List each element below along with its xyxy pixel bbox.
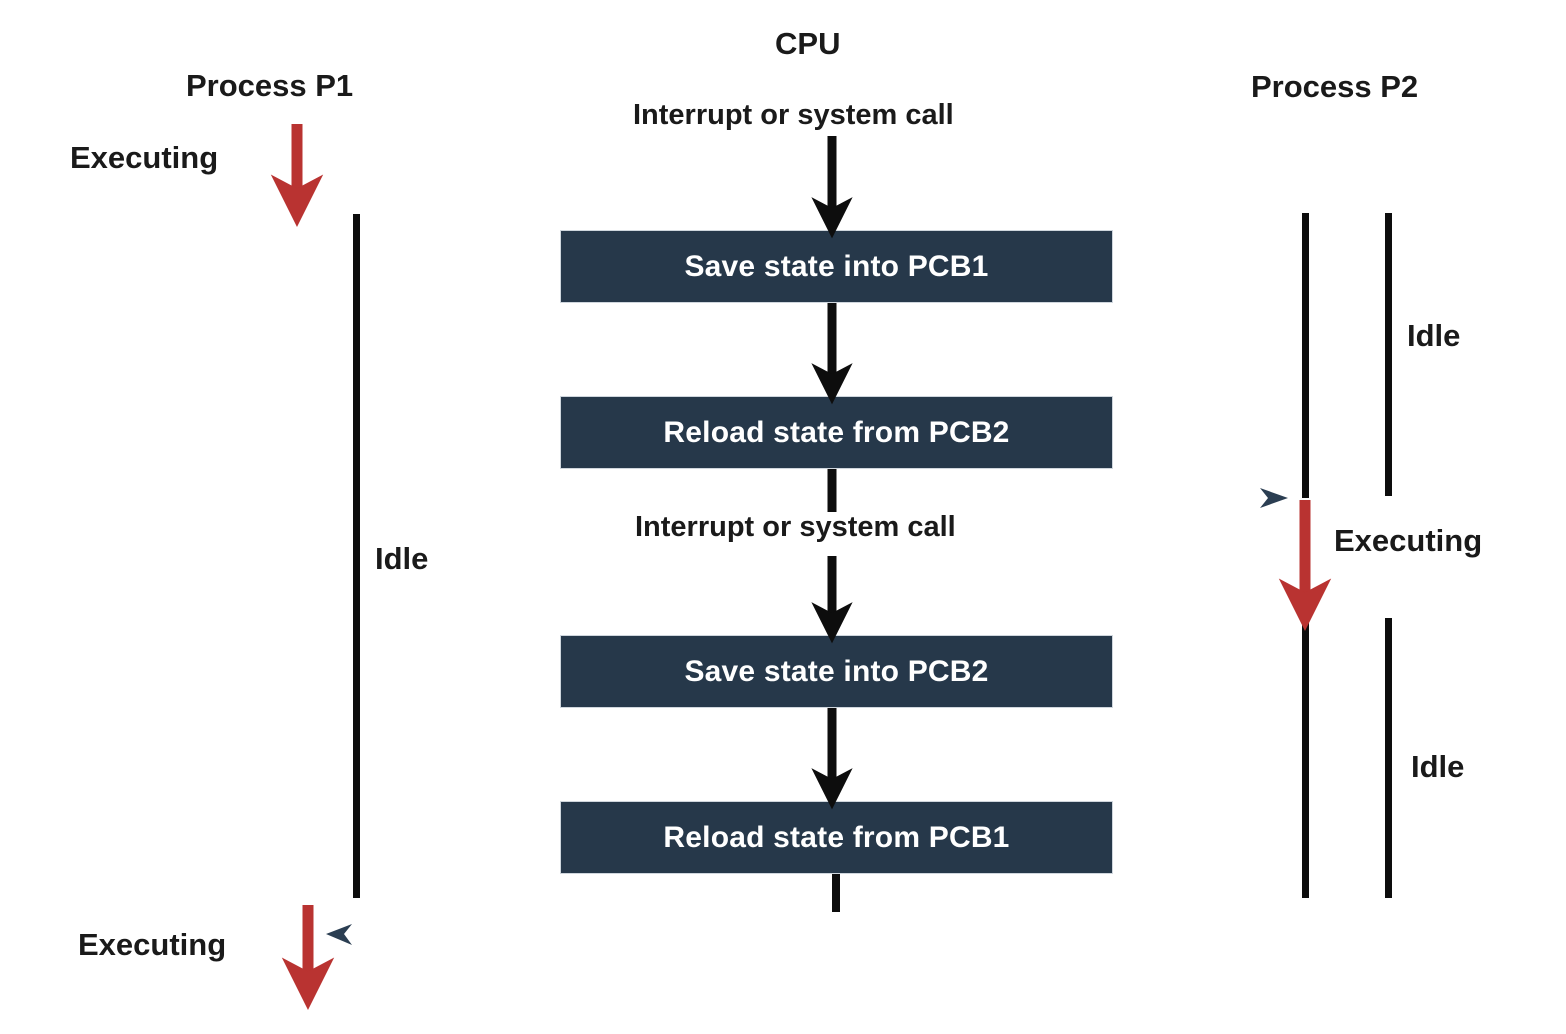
cpu-step-label: Save state into PCB1: [684, 249, 989, 283]
p2-idle-bottom-label: Idle: [1411, 749, 1465, 784]
p2-right-lifeline-lower: [1385, 618, 1392, 898]
p2-right-lifeline-upper: [1385, 213, 1392, 496]
p2-idle-top-label: Idle: [1407, 318, 1461, 353]
p2-resume-marker-right-icon: [1260, 488, 1288, 508]
process-p2-title: Process P2: [1251, 69, 1419, 104]
p1-executing-top-label: Executing: [70, 140, 219, 175]
cpu-step-save-pcb2: Save state into PCB2: [560, 635, 1113, 708]
p1-executing-bottom-label: Executing: [78, 927, 227, 962]
p2-executing-label: Executing: [1334, 523, 1483, 558]
cpu-tail-line: [832, 874, 840, 912]
cpu-step-save-pcb1: Save state into PCB1: [560, 230, 1113, 303]
cpu-title: CPU: [775, 26, 841, 61]
cpu-step-label: Reload state from PCB1: [663, 820, 1010, 854]
cpu-step-label: Save state into PCB2: [684, 654, 989, 688]
cpu-step-reload-pcb2: Reload state from PCB2: [560, 396, 1113, 469]
cpu-event-top-label: Interrupt or system call: [633, 99, 954, 131]
cpu-event-mid-label: Interrupt or system call: [635, 511, 956, 543]
cpu-step-reload-pcb1: Reload state from PCB1: [560, 801, 1113, 874]
cpu-step-label: Reload state from PCB2: [663, 415, 1010, 449]
p2-left-lifeline-upper: [1302, 213, 1309, 498]
p1-resume-marker-left-icon: [326, 924, 352, 945]
p2-left-lifeline-lower: [1302, 616, 1309, 898]
p1-idle-lifeline: [353, 214, 360, 898]
p1-idle-label: Idle: [375, 541, 429, 576]
process-p1-title: Process P1: [186, 68, 354, 103]
